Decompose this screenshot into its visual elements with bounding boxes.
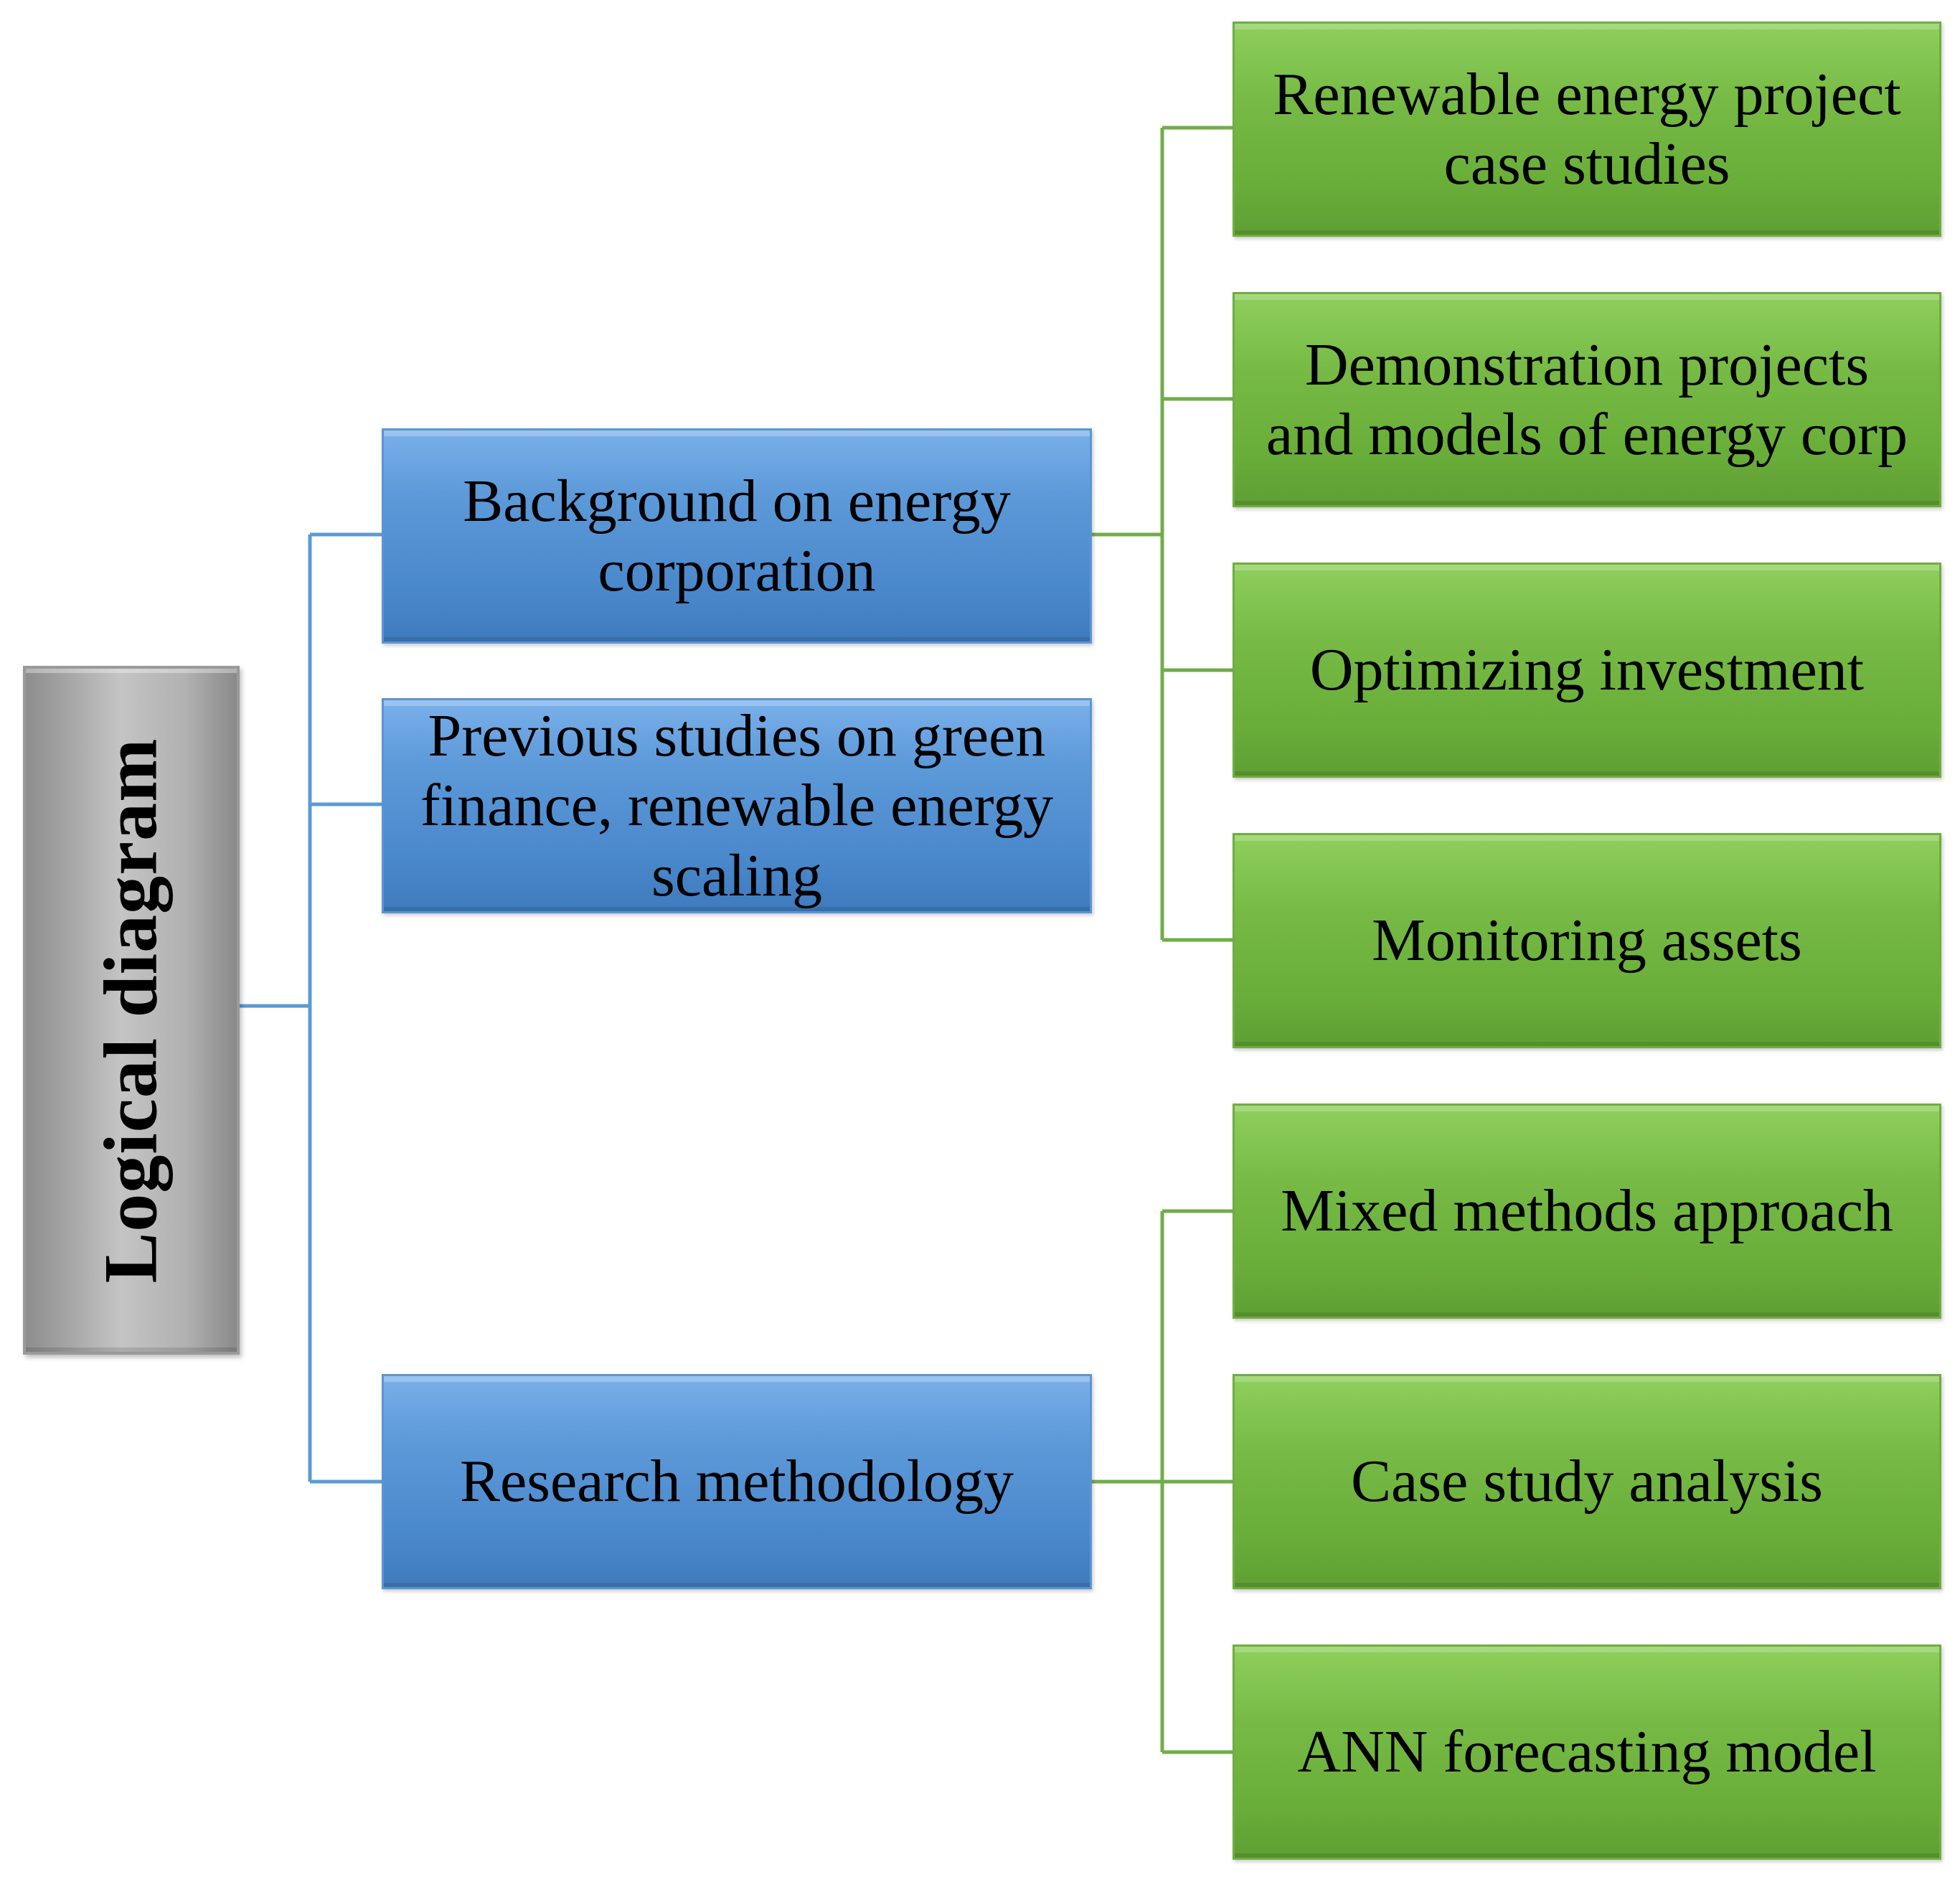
branch-label: Background on energy corporation: [463, 467, 1011, 604]
leaf-optimizing-investment: Optimizing investment: [1233, 563, 1941, 778]
root-node-logical-diagram: Logical diagram: [23, 666, 240, 1355]
leaf-label: Demonstration projects and models of ene…: [1266, 331, 1908, 468]
connector-background-to-leaves: [1092, 126, 1233, 942]
leaf-label: Optimizing investment: [1309, 636, 1865, 704]
leaf-monitoring-assets: Monitoring assets: [1233, 833, 1941, 1048]
leaf-label: Mixed methods approach: [1281, 1177, 1893, 1245]
leaf-mixed-methods-approach: Mixed methods approach: [1233, 1104, 1941, 1319]
leaf-label: Case study analysis: [1351, 1448, 1823, 1515]
connector-methodology-to-leaves: [1092, 1209, 1233, 1754]
leaf-label: Monitoring assets: [1372, 907, 1802, 974]
leaf-case-study-analysis: Case study analysis: [1233, 1374, 1941, 1589]
leaf-renewable-energy-case-studies: Renewable energy project case studies: [1233, 22, 1941, 237]
branch-research-methodology: Research methodology: [382, 1374, 1092, 1589]
branch-label: Research methodology: [459, 1448, 1014, 1515]
leaf-demonstration-projects: Demonstration projects and models of ene…: [1233, 292, 1941, 507]
leaf-label: ANN forecasting model: [1297, 1718, 1877, 1786]
leaf-ann-forecasting-model: ANN forecasting model: [1233, 1645, 1941, 1860]
leaf-label: Renewable energy project case studies: [1273, 60, 1901, 197]
branch-previous-studies: Previous studies on green finance, renew…: [382, 698, 1092, 913]
branch-label: Previous studies on green finance, renew…: [420, 702, 1054, 909]
root-node-label: Logical diagram: [88, 738, 173, 1283]
branch-background-energy-corporation: Background on energy corporation: [382, 428, 1092, 644]
connector-root-to-branches: [240, 532, 382, 1484]
